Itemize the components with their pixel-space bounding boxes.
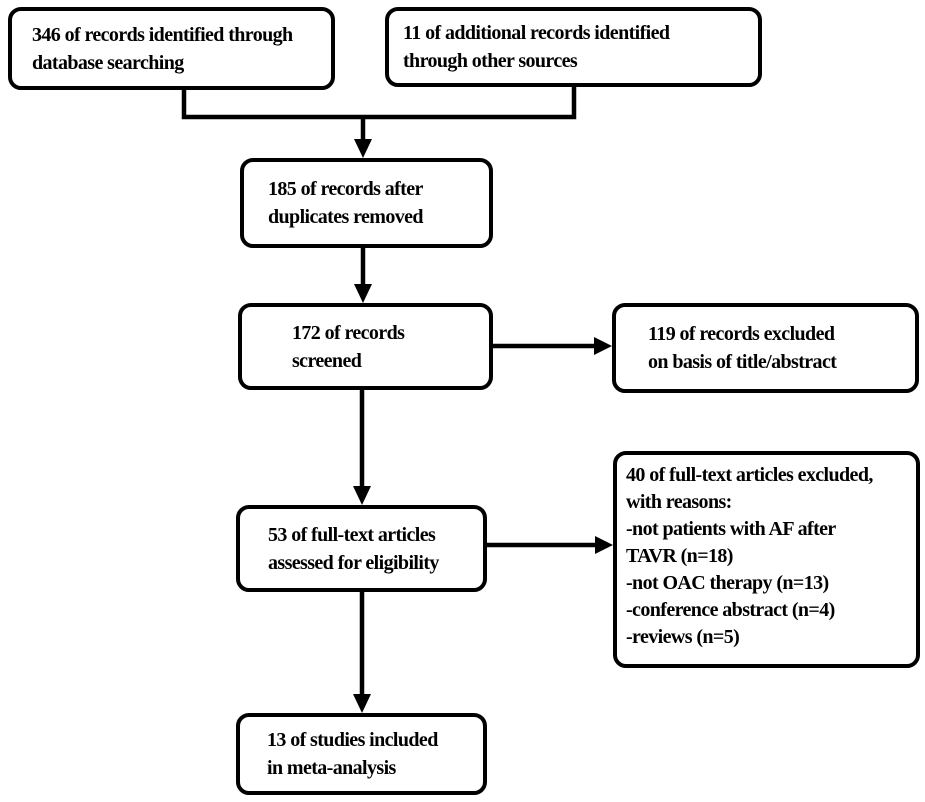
- fulltext-assessed-text: 53 of full-text articles assessed for el…: [268, 523, 439, 574]
- additional-records-text: 11 of additional records identified thro…: [403, 22, 670, 72]
- arrowhead-right-icon: [595, 536, 613, 554]
- box-fulltext-excluded-reasons: 40 of full-text articles excluded, with …: [613, 451, 920, 668]
- box-additional-records: 11 of additional records identified thro…: [385, 7, 762, 87]
- duplicates-removed-text: 185 of records after duplicates removed: [268, 178, 424, 228]
- excluded-title-abstract-text: 119 of records excluded on basis of titl…: [648, 323, 837, 373]
- arrowhead-down-icon: [353, 486, 371, 505]
- arrow-merge-to-deduplicated: [354, 115, 372, 158]
- merge-line: [181, 84, 577, 120]
- box-records-screened: 172 of records screened: [238, 303, 493, 390]
- arrow-deduplicated-to-screened: [354, 246, 372, 303]
- records-identified-text: 346 of records identified through databa…: [32, 23, 293, 74]
- arrowhead-right-icon: [594, 337, 612, 355]
- box-duplicates-removed: 185 of records after duplicates removed: [240, 158, 493, 248]
- box-fulltext-assessed: 53 of full-text articles assessed for el…: [236, 505, 487, 592]
- arrow-fulltext-to-included: [353, 590, 371, 713]
- arrowhead-down-icon: [353, 694, 371, 713]
- studies-included-text: 13 of studies included in meta-analysis: [267, 729, 438, 779]
- arrow-screened-to-excluded: [491, 337, 612, 355]
- records-screened-text: 172 of records screened: [292, 321, 405, 372]
- arrow-fulltext-to-excluded: [485, 536, 613, 554]
- arrowhead-down-icon: [354, 139, 372, 158]
- arrow-screened-to-fulltext: [353, 388, 371, 505]
- box-studies-included: 13 of studies included in meta-analysis: [236, 713, 487, 795]
- arrowhead-down-icon: [354, 284, 372, 303]
- box-records-identified: 346 of records identified through databa…: [8, 7, 335, 90]
- fulltext-excluded-reasons-text: 40 of full-text articles excluded, with …: [626, 464, 873, 648]
- connector-merge-sources: [181, 84, 577, 120]
- box-excluded-title-abstract: 119 of records excluded on basis of titl…: [612, 303, 919, 393]
